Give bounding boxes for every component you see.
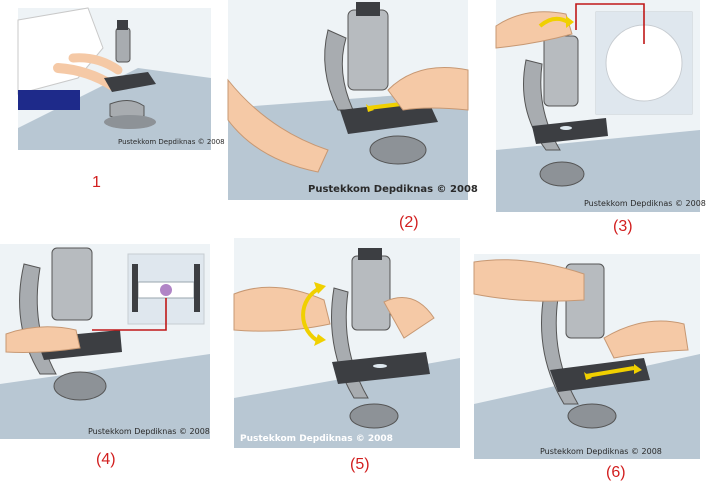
panel-step-1: Pustekkom Depdiknas © 2008 (17, 7, 225, 150)
panel-step-3: Pustekkom Depdiknas © 2008 (495, 0, 706, 212)
step-label: (6) (606, 464, 626, 481)
step-label: (5) (350, 456, 370, 473)
credit-text: Pustekkom Depdiknas © 2008 (308, 184, 478, 195)
panel-step-4: Pustekkom Depdiknas © 2008 (0, 244, 210, 439)
credit-text: Pustekkom Depdiknas © 2008 (88, 427, 210, 436)
microscope-illustration-3 (495, 0, 700, 212)
panel-step-5: Pustekkom Depdiknas © 2008 (233, 238, 460, 448)
microscope-illustration-5 (233, 238, 460, 448)
credit-text: Pustekkom Depdiknas © 2008 (584, 199, 706, 208)
microscope-illustration-6 (473, 254, 700, 459)
microscope-illustration-1 (17, 7, 211, 150)
panel-step-2: Pustekkom Depdiknas © 2008 (227, 0, 478, 200)
step-label: (4) (96, 451, 116, 468)
microscope-illustration-4 (0, 244, 210, 439)
step-label: (3) (613, 218, 633, 235)
step-label: 1 (92, 174, 101, 191)
credit-text: Pustekkom Depdiknas © 2008 (540, 447, 662, 456)
credit-text: Pustekkom Depdiknas © 2008 (240, 434, 393, 444)
credit-text: Pustekkom Depdiknas © 2008 (118, 138, 225, 146)
step-label: (2) (399, 214, 419, 231)
panel-step-6: Pustekkom Depdiknas © 2008 (473, 254, 700, 459)
microscope-illustration-2 (227, 0, 469, 200)
